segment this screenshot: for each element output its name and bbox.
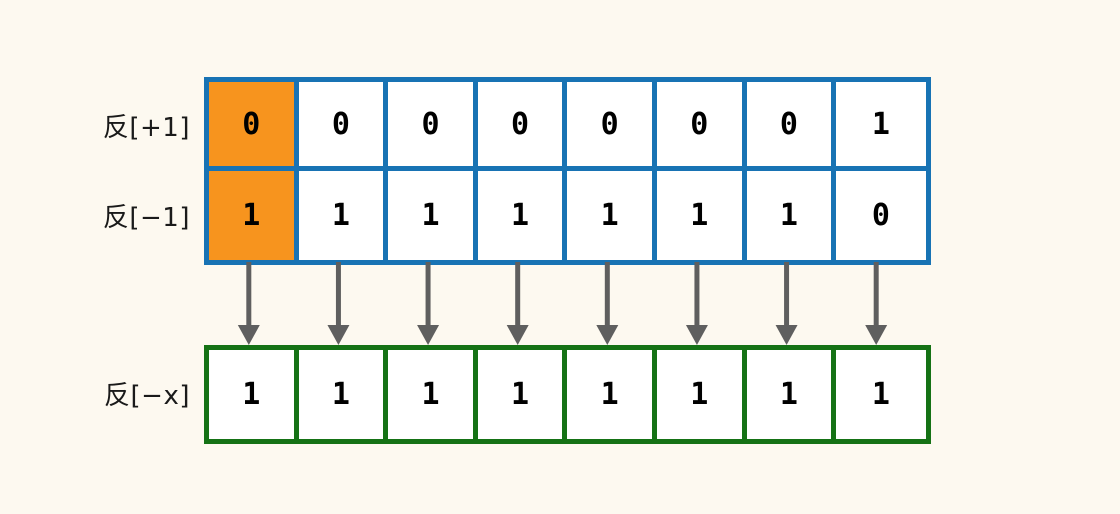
plus-one-cell-3: 0: [477, 82, 568, 171]
minus-one-cell-7: 0: [836, 171, 926, 260]
arrow-down-icon: [596, 262, 619, 345]
minus-x-cell-5: 1: [656, 350, 747, 439]
minus-x-cell-3: 1: [477, 350, 568, 439]
arrow-down-icon: [417, 262, 440, 345]
minus-one-cell-5: 1: [656, 171, 747, 260]
plus-one-cell-4: 0: [567, 82, 657, 171]
plus-one-cell-1: 0: [298, 82, 389, 171]
minus-one-cell-0: 1: [209, 171, 299, 260]
row-label-plus-one: 反[+1]: [102, 113, 190, 143]
minus-x-cell-4: 1: [567, 350, 657, 439]
arrow-down-icon: [775, 262, 798, 345]
minus-one-cell-3: 1: [477, 171, 568, 260]
minus-x-cell-0: 1: [209, 350, 299, 439]
plus-one-cell-7: 1: [836, 82, 926, 171]
minus-one-cell-2: 1: [388, 171, 478, 260]
arrow-down-icon: [237, 262, 260, 345]
minus-one-cell-1: 1: [298, 171, 389, 260]
arrow-down-icon: [327, 262, 350, 345]
plus-one-cell-0: 0: [209, 82, 299, 171]
plus-one-cell-5: 0: [656, 82, 747, 171]
minus-one-cell-4: 1: [567, 171, 657, 260]
arrow-down-icon: [685, 262, 708, 345]
arrow-down-icon: [865, 262, 888, 345]
row-label-minus-x: 反[−x]: [104, 381, 190, 411]
row-label-minus-one: 反[−1]: [102, 203, 190, 233]
plus-one-cell-2: 0: [388, 82, 478, 171]
minus-one-cell-6: 1: [746, 171, 837, 260]
minus-x-cell-7: 1: [836, 350, 926, 439]
minus-x-cell-2: 1: [388, 350, 478, 439]
arrow-down-icon: [506, 262, 529, 345]
plus-one-cell-6: 0: [746, 82, 837, 171]
minus-x-cell-6: 1: [746, 350, 837, 439]
minus-x-cell-1: 1: [298, 350, 389, 439]
